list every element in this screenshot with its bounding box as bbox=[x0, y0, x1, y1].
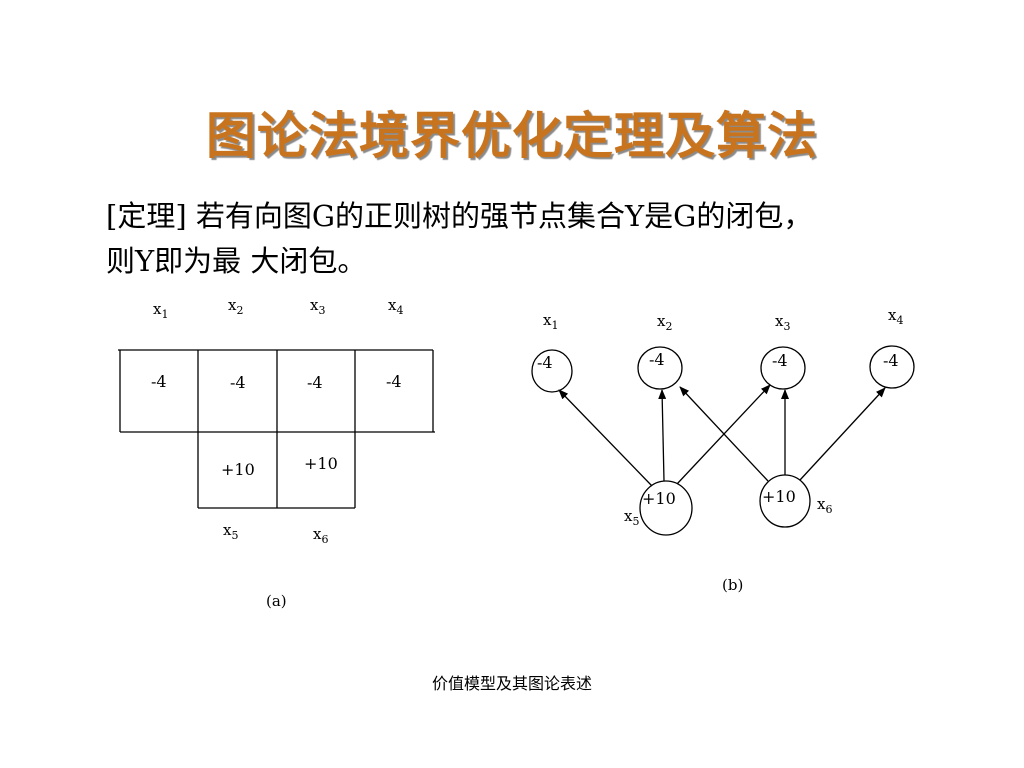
fig-a-value-x3: -4 bbox=[307, 373, 323, 392]
fig-b-label-x1: x1 bbox=[543, 311, 559, 332]
fig-b-value-x5: +10 bbox=[642, 489, 676, 508]
fig-a-label-x2: x2 bbox=[228, 296, 244, 317]
fig-b-caption: (b) bbox=[722, 576, 744, 594]
slide-title: 图论法境界优化定理及算法 bbox=[206, 107, 818, 165]
fig-b-label-x5: x5 bbox=[624, 507, 640, 528]
fig-b-label-x4: x4 bbox=[888, 306, 904, 327]
fig-a-label-x6: x6 bbox=[313, 525, 329, 546]
fig-a-label-x4: x4 bbox=[388, 296, 404, 317]
edge-x5-x2 bbox=[658, 389, 667, 482]
slide-footer: 价值模型及其图论表述 bbox=[431, 674, 592, 693]
graph-edges bbox=[558, 384, 886, 487]
fig-a-label-x3: x3 bbox=[310, 296, 326, 317]
fig-a-caption: (a) bbox=[266, 592, 287, 610]
fig-a-value-x4: -4 bbox=[386, 372, 402, 391]
theorem-line-1: [定理] 若有向图G的正则树的强节点集合Y是G的闭包， bbox=[106, 199, 813, 233]
fig-a-value-x2: -4 bbox=[230, 373, 246, 392]
fig-b-value-x1: -4 bbox=[537, 353, 553, 372]
node-x4 bbox=[869, 345, 915, 389]
theorem-line-2: 则Y即为最 大闭包。 bbox=[106, 244, 367, 278]
node-x2 bbox=[637, 346, 683, 390]
fig-b-value-x4: -4 bbox=[883, 351, 899, 370]
fig-b-label-x6: x6 bbox=[817, 495, 833, 516]
fig-b-value-x2: -4 bbox=[649, 350, 665, 369]
block-grid bbox=[118, 349, 435, 509]
node-x1 bbox=[531, 349, 573, 393]
edge-x5-x1 bbox=[558, 389, 653, 487]
fig-a-label-x5: x5 bbox=[223, 521, 239, 542]
fig-a-label-x1: x1 bbox=[153, 300, 169, 321]
edge-x5-x3 bbox=[676, 384, 771, 485]
fig-a-value-x1: -4 bbox=[151, 372, 167, 391]
fig-b-label-x2: x2 bbox=[657, 312, 673, 333]
fig-b-value-x3: -4 bbox=[772, 351, 788, 370]
fig-a-value-x6: +10 bbox=[304, 454, 338, 473]
graph-nodes bbox=[531, 345, 915, 536]
fig-b-label-x3: x3 bbox=[775, 312, 791, 333]
edge-x6-x2 bbox=[679, 386, 769, 482]
edge-x6-x4 bbox=[799, 387, 886, 481]
fig-a-value-x5: +10 bbox=[221, 460, 255, 479]
theorem-text: [定理] 若有向图G的正则树的强节点集合Y是G的闭包， 则Y即为最 大闭包。 bbox=[106, 194, 936, 284]
node-x5 bbox=[639, 480, 693, 536]
fig-b-value-x6: +10 bbox=[762, 487, 796, 506]
